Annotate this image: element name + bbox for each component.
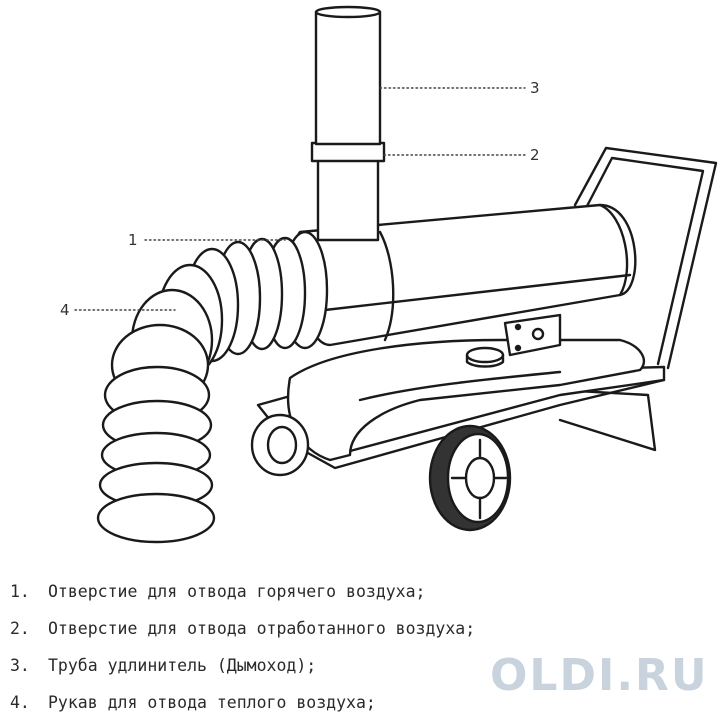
chimney-pipe: [310, 5, 386, 242]
legend-text: Отверстие для отвода горячего воздуха;: [48, 582, 426, 601]
callout-1: 1: [128, 231, 138, 249]
heater-body: [295, 203, 637, 347]
legend-text: Рукав для отвода теплого воздуха;: [48, 693, 376, 712]
callout-2: 2: [530, 146, 540, 164]
callout-3: 3: [530, 79, 540, 97]
legend-item-2: 2. Отверстие для отвода отработанного воз…: [10, 617, 475, 641]
legend-item-3: 3. Труба удлинитель (Дымоход);: [10, 654, 316, 678]
right-wheel: [428, 424, 512, 532]
legend-item-1: 1. Отверстие для отвода горячего воздуха;: [10, 580, 426, 604]
left-wheel: [250, 413, 310, 477]
legend-number: 4.: [10, 693, 30, 712]
heater-diagram: 3 2 1 4: [60, 5, 718, 544]
legend-text: Отверстие для отвода отработанного возду…: [48, 619, 476, 638]
legend-item-4: 4. Рукав для отвода теплого воздуха;: [10, 691, 376, 715]
leader-lines: [74, 87, 526, 311]
flexible-hose: [96, 236, 307, 544]
callout-4: 4: [60, 301, 70, 319]
handle-frame: [558, 146, 718, 452]
legend-number: 3.: [10, 656, 30, 675]
fuel-tank: [286, 338, 646, 462]
legend-number: 1.: [10, 582, 30, 601]
legend-text: Труба удлинитель (Дымоход);: [48, 656, 317, 675]
control-panel: [503, 313, 562, 357]
watermark-logo: OLDI.RU: [490, 650, 709, 701]
legend-number: 2.: [10, 619, 30, 638]
